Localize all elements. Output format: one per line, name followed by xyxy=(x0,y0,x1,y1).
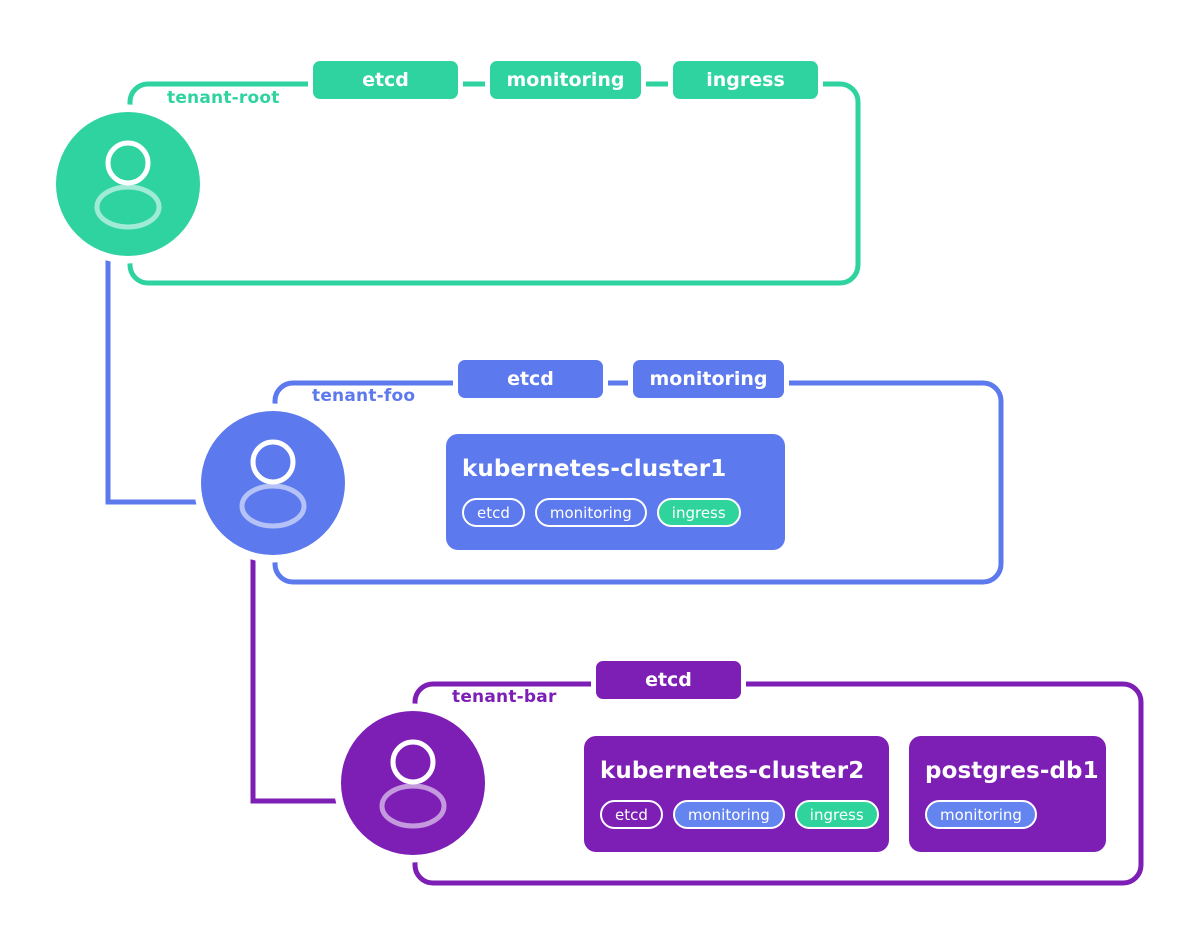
chip-etcd[interactable]: etcd xyxy=(600,800,663,829)
tenant-foo-avatar-head-icon xyxy=(250,439,296,485)
tenant-bar-avatar-head-icon xyxy=(390,739,436,785)
tenant-root-pill-ingress[interactable]: ingress xyxy=(668,56,823,104)
chip-ingress[interactable]: ingress xyxy=(794,800,879,829)
tenant-foo-avatar-body-icon xyxy=(239,483,307,529)
tenant-root-container-outline xyxy=(127,81,861,286)
tenant-bar-label: tenant-bar xyxy=(443,687,566,707)
resource-card-kubernetes-cluster1[interactable]: kubernetes-cluster1 etcd monitoring ingr… xyxy=(446,434,785,550)
resource-card-title: postgres-db1 xyxy=(925,758,1099,784)
chip-etcd[interactable]: etcd xyxy=(462,498,525,527)
tenant-root-label: tenant-root xyxy=(158,88,289,108)
resource-card-kubernetes-cluster2[interactable]: kubernetes-cluster2 etcd monitoring ingr… xyxy=(584,736,889,852)
connector-foo-to-bar xyxy=(250,551,385,804)
tenant-foo-pill-etcd[interactable]: etcd xyxy=(453,355,608,403)
tenant-root-avatar-head-icon xyxy=(105,140,151,186)
chip-ingress[interactable]: ingress xyxy=(656,498,741,527)
tenant-foo-avatar-circle xyxy=(201,411,345,555)
connector-root-to-foo xyxy=(105,252,240,505)
chip-monitoring[interactable]: monitoring xyxy=(672,800,785,829)
tenant-root-pill-monitoring[interactable]: monitoring xyxy=(485,56,646,104)
resource-card-title: kubernetes-cluster2 xyxy=(600,758,865,784)
tenant-foo-avatar-halo xyxy=(193,403,353,563)
tenant-bar-avatar-circle xyxy=(341,711,485,855)
resource-chip-row: etcd monitoring ingress xyxy=(462,498,769,527)
resource-chip-row: monitoring xyxy=(925,800,1090,829)
resource-card-title: kubernetes-cluster1 xyxy=(462,456,727,482)
tenant-foo-pill-monitoring[interactable]: monitoring xyxy=(628,355,789,403)
resource-card-postgres-db1[interactable]: postgres-db1 monitoring xyxy=(909,736,1106,852)
tenant-foo-label: tenant-foo xyxy=(303,386,425,406)
chip-monitoring[interactable]: monitoring xyxy=(534,498,647,527)
tenant-bar-avatar-body-icon xyxy=(379,783,447,829)
tenant-root-pill-etcd[interactable]: etcd xyxy=(308,56,463,104)
tenant-root-avatar-halo xyxy=(48,104,208,264)
chip-monitoring[interactable]: monitoring xyxy=(925,800,1037,829)
tenant-bar-pill-etcd[interactable]: etcd xyxy=(591,656,746,704)
tenant-root-avatar-body-icon xyxy=(94,184,162,230)
tenant-root-avatar-circle xyxy=(56,112,200,256)
tenant-bar-avatar-halo xyxy=(333,703,493,863)
resource-chip-row: etcd monitoring ingress xyxy=(600,800,879,829)
